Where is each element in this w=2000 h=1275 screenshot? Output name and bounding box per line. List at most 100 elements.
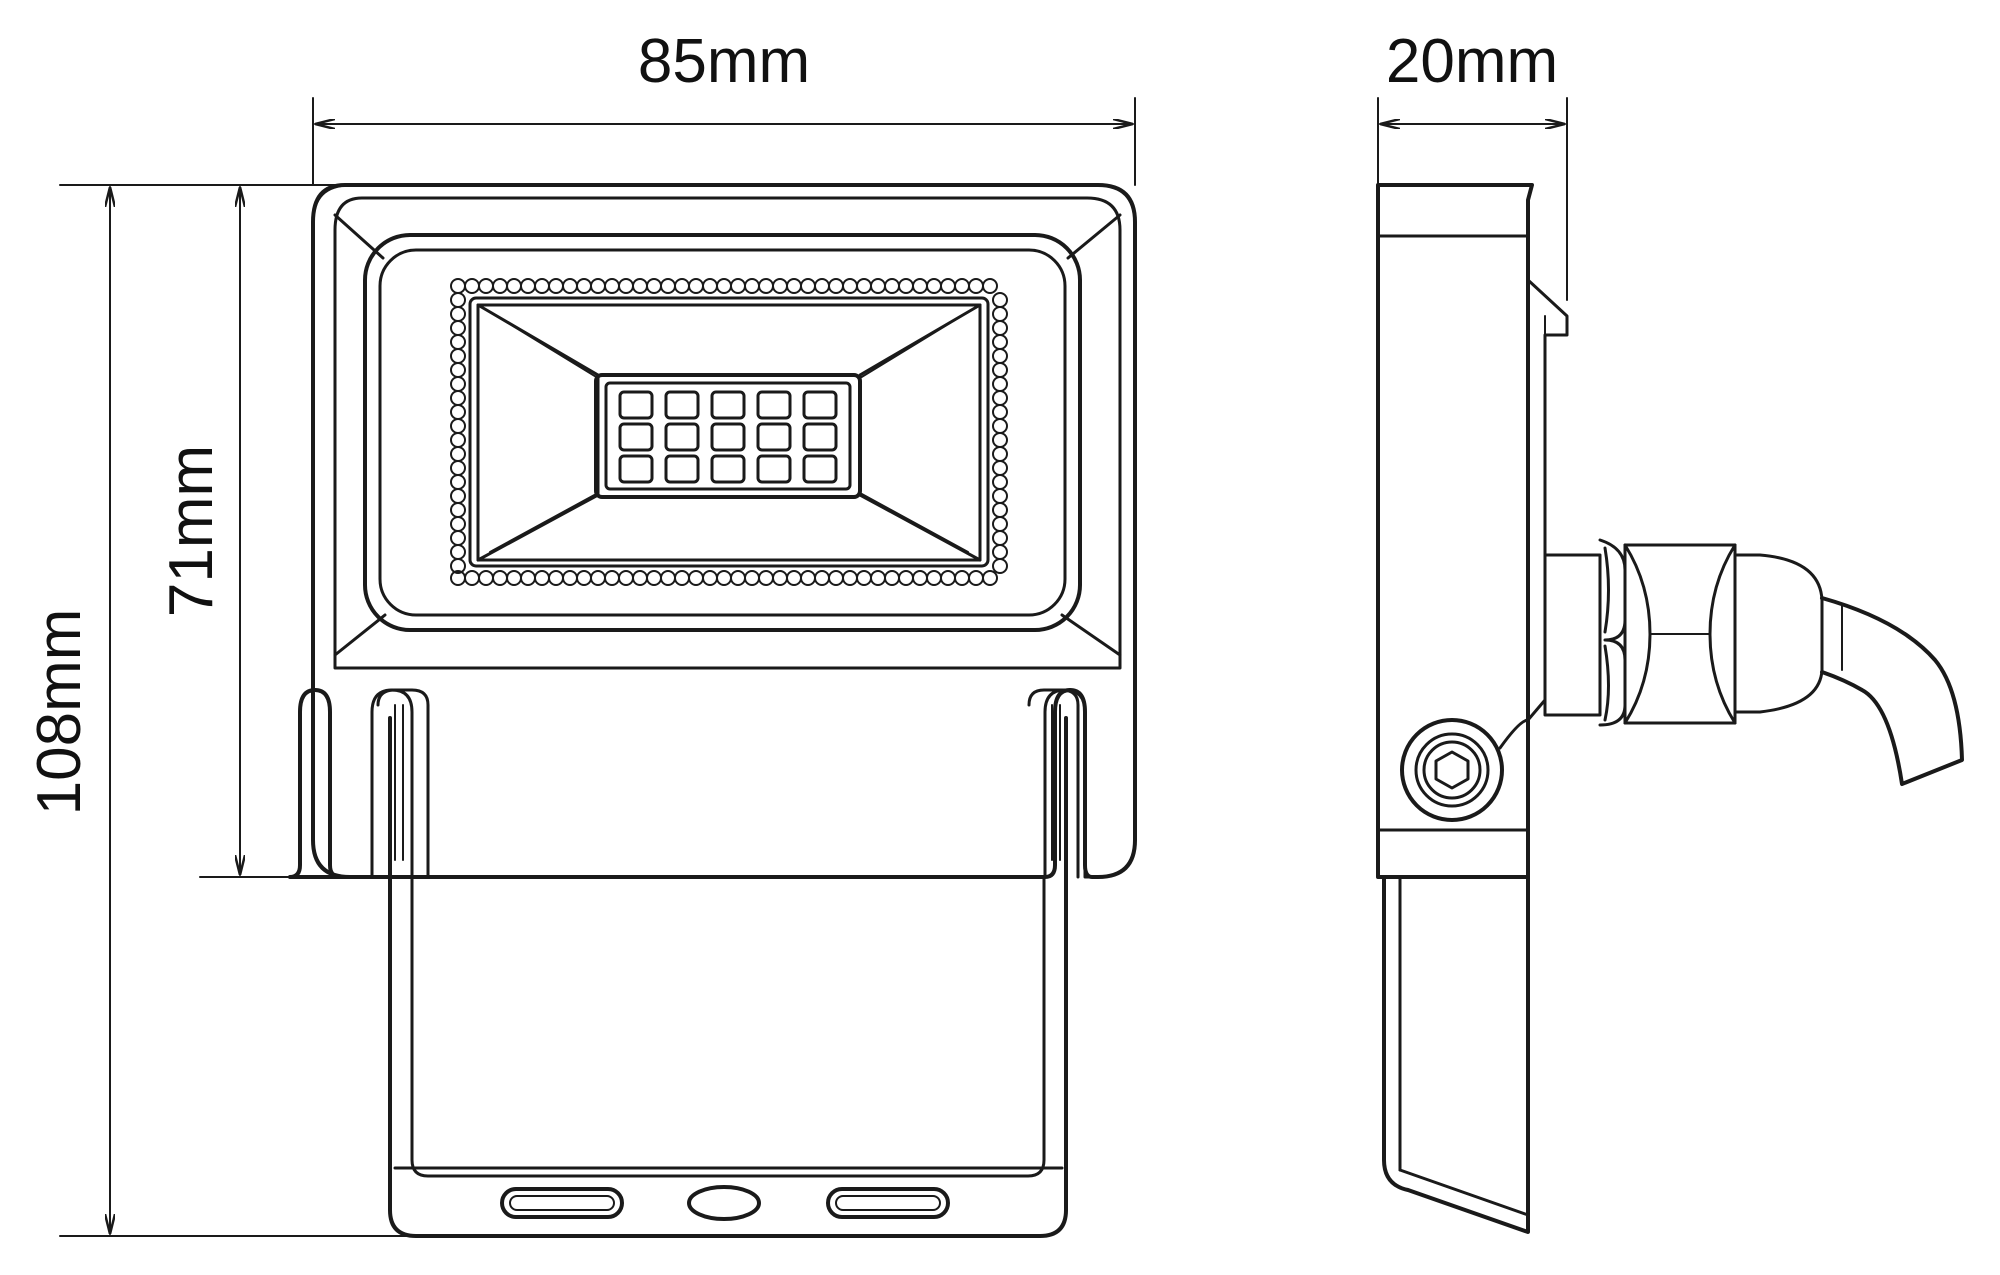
gasket-bead (992, 446, 1008, 462)
led-chip (756, 390, 792, 420)
led-chip (710, 454, 746, 484)
gasket-bead (992, 334, 1008, 350)
led-chip (664, 454, 700, 484)
adjustment-knob (1400, 718, 1530, 822)
power-cable (1820, 596, 1964, 786)
led-chip (756, 454, 792, 484)
reflector-line-1 (489, 311, 599, 379)
gasket-bead (450, 474, 466, 490)
gasket-bead (856, 278, 872, 294)
dimension-height-body: 71mm (157, 186, 361, 878)
gasket-bead (450, 502, 466, 518)
gasket-bead (954, 278, 970, 294)
gasket-bead (674, 278, 690, 294)
gasket-bead (450, 516, 466, 532)
gasket-bead (576, 570, 592, 586)
reflector-line-2 (859, 311, 969, 379)
gasket-bead (992, 320, 1008, 336)
gasket-bead (758, 570, 774, 586)
knob-outer (1400, 718, 1504, 822)
glass-frame-inner (378, 248, 1067, 617)
gasket-bead (884, 278, 900, 294)
gasket-bead (450, 320, 466, 336)
led-chip (664, 422, 700, 452)
knob-inner (1422, 740, 1482, 800)
gasket-bead (688, 570, 704, 586)
gasket-bead (674, 570, 690, 586)
side-view (1376, 183, 1964, 1234)
gasket-bead (478, 570, 494, 586)
gasket-bead (534, 278, 550, 294)
led-chip (710, 422, 746, 452)
gland-hex-nut (1623, 543, 1737, 725)
gasket-bead (450, 292, 466, 308)
gasket-bead (604, 570, 620, 586)
side-heatsink (1526, 278, 1569, 722)
gland-nut-left-detail (1603, 546, 1610, 722)
gasket-bead (828, 278, 844, 294)
gasket-bead (464, 570, 480, 586)
gasket-bead (968, 570, 984, 586)
led-chip (756, 422, 792, 452)
gasket-bead (884, 570, 900, 586)
gasket-bead (548, 570, 564, 586)
mounting-bracket (376, 688, 1080, 1238)
gasket-bead (450, 348, 466, 364)
gasket-bead (800, 278, 816, 294)
side-bracket-fold (1398, 1168, 1530, 1217)
side-housing (1376, 183, 1534, 879)
gasket-bead (828, 570, 844, 586)
gasket-bead (450, 446, 466, 462)
gasket-bead (912, 278, 928, 294)
gland-base (1543, 553, 1602, 717)
led-chip (664, 390, 700, 420)
gasket-bead (492, 278, 508, 294)
lens-gasket-inner (468, 296, 990, 568)
led-chip (710, 390, 746, 420)
height-body-label: 71mm (157, 445, 226, 617)
gasket-bead (968, 278, 984, 294)
width-label: 85mm (638, 27, 810, 96)
gasket-bead (534, 570, 550, 586)
depth-label: 20mm (1386, 27, 1558, 96)
bevel-top-right (1066, 213, 1122, 260)
gasket-bead (992, 306, 1008, 322)
gasket-bead (992, 460, 1008, 476)
gasket-bead (992, 516, 1008, 532)
dimension-width: 85mm (312, 27, 1136, 186)
gasket-bead (464, 278, 480, 294)
gasket-bead (618, 570, 634, 586)
housing-face (333, 196, 1122, 670)
gasket-bead (716, 278, 732, 294)
gasket-bead (702, 278, 718, 294)
gasket-bead (926, 570, 942, 586)
led-chip (802, 454, 838, 484)
gasket-bead (450, 390, 466, 406)
gasket-bead (992, 502, 1008, 518)
gasket-bead (992, 404, 1008, 420)
gasket-bead (744, 278, 760, 294)
gland-hex-facet-left (1623, 543, 1652, 725)
gasket-bead (992, 292, 1008, 308)
gland-cap (1733, 553, 1824, 714)
gasket-bead (604, 278, 620, 294)
gasket-bead (772, 570, 788, 586)
gasket-bead (800, 570, 816, 586)
reflector-line-3 (489, 492, 599, 553)
gasket-bead (450, 460, 466, 476)
gasket-bead (982, 570, 998, 586)
bracket-outline (388, 716, 1068, 1238)
gasket-bead (992, 544, 1008, 560)
gasket-bead (590, 570, 606, 586)
gasket-bead (646, 278, 662, 294)
gasket-bead (940, 278, 956, 294)
gasket-bead (478, 278, 494, 294)
gasket-bead (786, 570, 802, 586)
gasket-bead (646, 570, 662, 586)
mounting-slot-left (500, 1187, 624, 1219)
gasket-bead (992, 418, 1008, 434)
mounting-slot-right (826, 1187, 950, 1219)
gasket-bead (450, 376, 466, 392)
gasket-bead (562, 570, 578, 586)
